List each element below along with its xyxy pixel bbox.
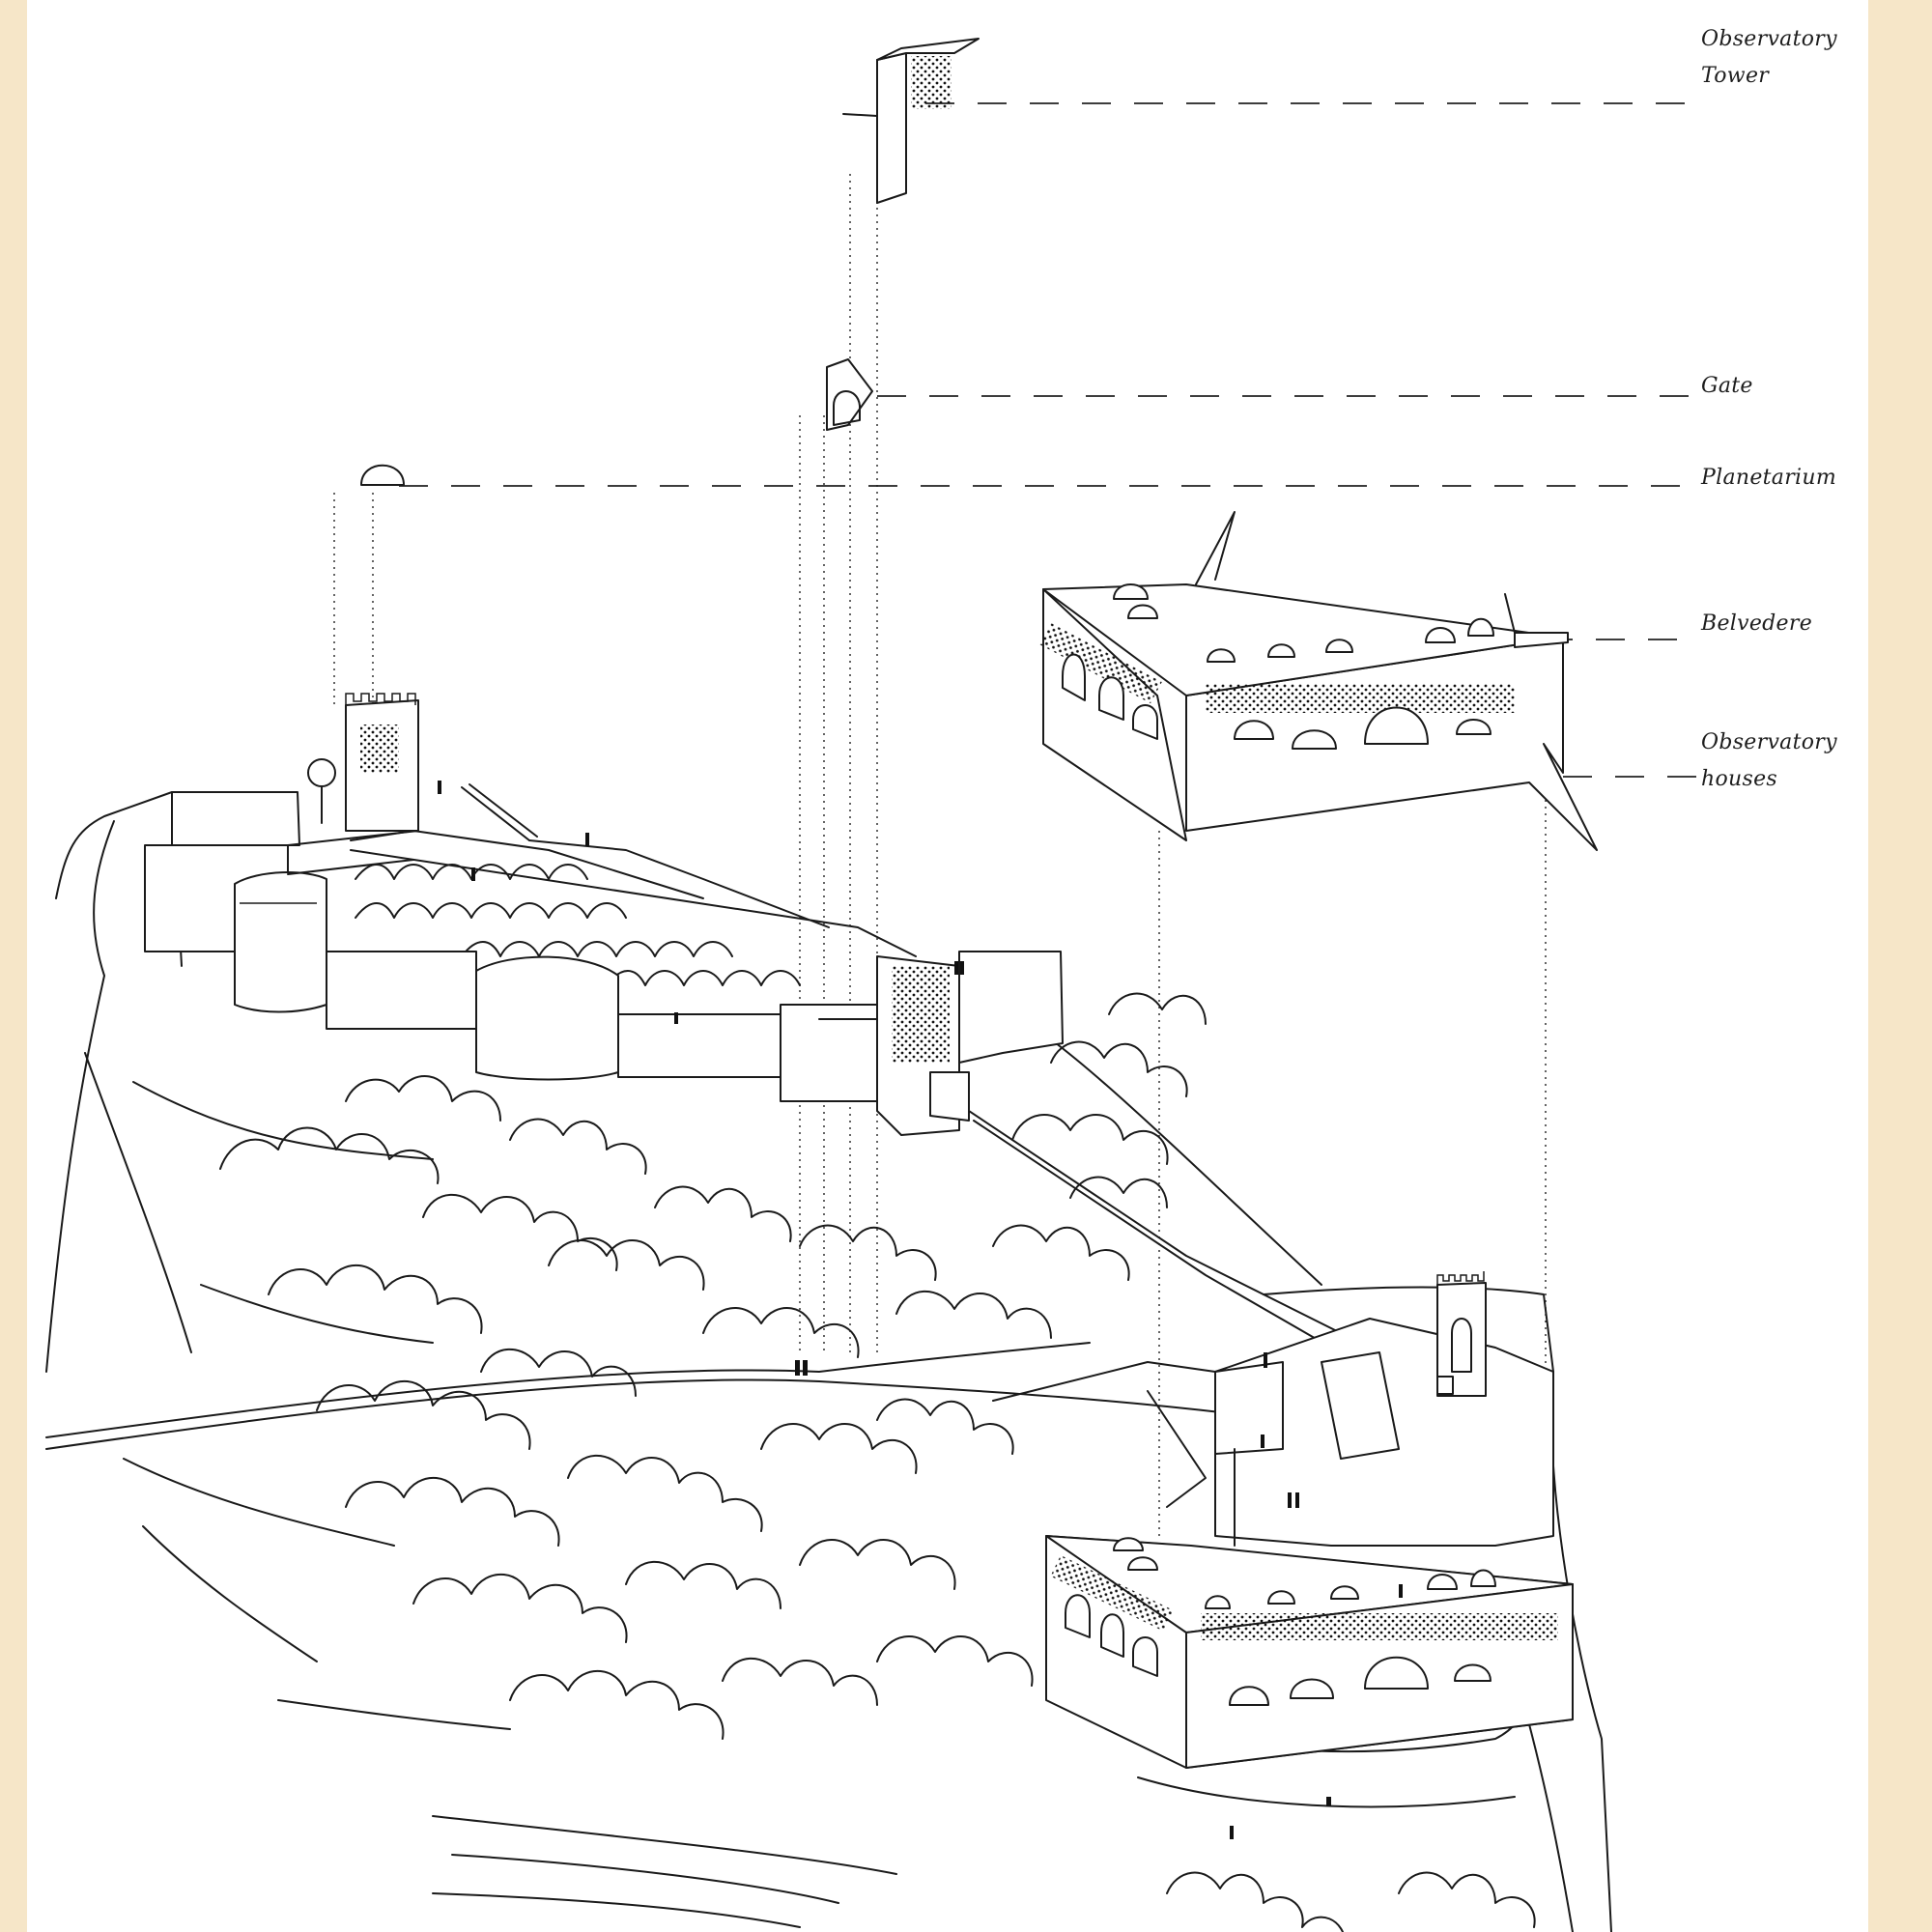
observatory-tower-model: [842, 38, 980, 204]
axonometric-drawing: [45, 38, 1700, 1932]
label-planetarium: Planetarium: [1701, 466, 1836, 490]
tree: [307, 758, 336, 824]
vegetation: [219, 992, 1536, 1932]
lower-complex: [992, 1271, 1574, 1769]
label-gate: Gate: [1701, 374, 1753, 398]
label-observatory-tower: Observatory Tower: [1701, 27, 1837, 88]
drawing-sheet: Observatory Tower Gate Planetarium Belve…: [27, 0, 1868, 1932]
castle: [144, 693, 1064, 1136]
label-observatory-houses: Observatory houses: [1701, 730, 1837, 791]
gate-model: [826, 358, 873, 431]
label-belvedere: Belvedere: [1701, 611, 1813, 636]
belvedere-model: [1039, 511, 1598, 851]
planetarium-model: [360, 464, 405, 486]
human-figures: [438, 781, 1403, 1839]
